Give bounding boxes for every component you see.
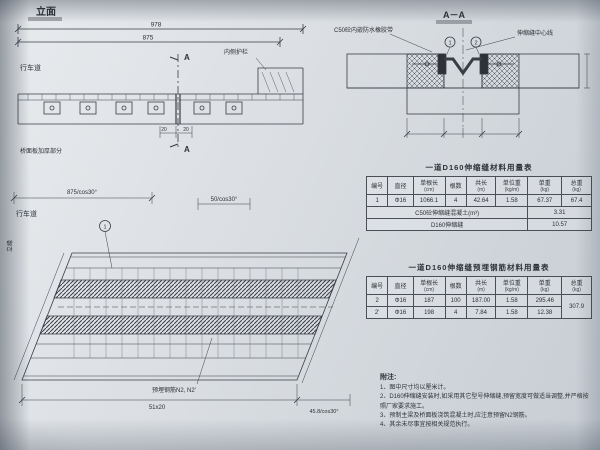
table1-concrete-row: C50砼伸缩缝混凝土(m³) 3.31 <box>365 206 592 219</box>
material-table-joint: 一道D160伸缩缝材料用量表 编号 直径 单根长(cm) 根数 共长(m) 单位… <box>365 162 592 231</box>
callout-2: 2 <box>474 41 477 47</box>
centerline-label: 伸缩缝中心线 <box>517 29 553 37</box>
plan-callout: 1 <box>103 225 106 231</box>
cell-label: C50砼伸缩缝混凝土(m³) <box>365 206 529 219</box>
table1-header-row: 编号 直径 单根长(cm) 根数 共长(m) 单位重(kg/m) 单重(kg) … <box>365 176 592 195</box>
table2-data-row: 2' Φ16 198 4 7.84 1.58 12.38 <box>365 306 592 319</box>
cell: 295.46 <box>527 294 563 307</box>
cell: 42.64 <box>465 194 497 207</box>
cell: 198 <box>412 306 446 319</box>
header-cell: 单根长(cm) <box>412 276 446 295</box>
dim-20b: 20 <box>183 127 189 133</box>
cell: 12.38 <box>527 306 563 319</box>
plan-dim-corner: 45.8/cos30° <box>309 409 338 415</box>
guardrail-label: 内侧护栏 <box>224 48 248 56</box>
elevation-linework <box>14 17 307 150</box>
cell-value: 3.31 <box>527 206 592 219</box>
header-cell: 总重(kg) <box>561 276 592 295</box>
header-cell: 共长(m) <box>465 176 497 195</box>
table2-header-row: 编号 直径 单根长(cm) 根数 共长(m) 单位重(kg/m) 单重(kg) … <box>365 276 592 295</box>
plan-dim-left: 875/cos30° <box>67 190 98 196</box>
rebar-table: 一道D160伸缩缝预埋钢筋材料用量表 编号 直径 单根长(cm) 根数 共长(m… <box>365 262 592 319</box>
dim-875: 875 <box>143 35 154 42</box>
section-linework <box>346 20 590 138</box>
plan-dim-right: 50/cos30° <box>211 197 238 203</box>
cell: 100 <box>444 294 467 307</box>
lane-label: 行车道 <box>20 63 41 72</box>
notes-block: 附注: 1、图中尺寸均以厘米计。 2、D160伸缩缝安装时,如采用其它型号伸缩缝… <box>380 372 594 430</box>
cell: 4 <box>444 306 467 319</box>
plan-dim-bottom: 51x20 <box>149 405 166 411</box>
header-cell: 共长(m) <box>465 276 497 295</box>
dim-978: 978 <box>151 22 162 29</box>
callout-1: 1 <box>448 41 451 47</box>
header-cell: 根数 <box>444 276 467 295</box>
cell: Φ16 <box>387 306 414 319</box>
table2-title: 一道D160伸缩缝预埋钢筋材料用量表 <box>408 263 550 272</box>
header-cell: 单重(kg) <box>527 176 563 195</box>
header-cell: 直径 <box>387 176 414 195</box>
plan-linework <box>10 192 360 406</box>
section-a-a-view: A－A C50砼内嵌防水橡胶带 伸缩缝中心线 1 2 <box>334 10 590 138</box>
header-cell: 根数 <box>444 176 467 195</box>
section-mark-bottom: A <box>184 145 190 154</box>
header-cell: 单位重(kg/m) <box>495 276 529 295</box>
header-cell: 总重(kg) <box>561 176 592 195</box>
note-item: 3、预制主梁及桥面板浇筑混凝土时,应注意预留N2钢筋。 <box>380 412 531 419</box>
header-cell: 直径 <box>387 276 414 295</box>
note-item: 1、图中尺寸均以厘米计。 <box>380 385 450 391</box>
section-mark-top: A <box>184 53 190 62</box>
header-cell: 单根长(cm) <box>412 176 446 195</box>
cell: 1.58 <box>495 294 529 307</box>
cell-value: 10.57 <box>527 218 592 231</box>
cell-label: D160伸缩缝 <box>365 218 529 231</box>
elevation-title: 立面 <box>36 5 56 18</box>
cell: 187.00 <box>465 294 497 307</box>
cell: Φ16 <box>387 194 414 207</box>
rebar-note: 预埋钢筋N2, N2' <box>152 386 196 394</box>
cell: 1066.1 <box>412 194 446 207</box>
note-item: 2、D160伸缩缝安装时,如采用其它型号伸缩缝,预留宽度可做适当调整,并严格按照… <box>380 394 589 410</box>
cell: 1.58 <box>495 306 529 319</box>
note-item: 4、其余未尽事宜按相关规范执行。 <box>380 422 474 429</box>
waterstop-label: C50砼内嵌防水橡胶带 <box>334 26 393 34</box>
cell: 67.4 <box>561 194 592 207</box>
cell: 1.58 <box>495 194 529 207</box>
cell: 67.37 <box>527 194 563 207</box>
header-cell: 单位重(kg/m) <box>495 176 529 195</box>
cell: 187 <box>412 294 446 307</box>
table2-data-row: 2 Φ16 187 100 187.00 1.58 295.46 307.9 <box>365 294 592 319</box>
plan-view: 875/cos30° 50/cos30° 行车道 立缘 1 预埋钢筋N2, N2… <box>6 190 360 415</box>
table1-data-row: 1 Φ16 1066.1 4 42.64 1.58 67.37 67.4 <box>365 194 592 207</box>
table1-title: 一道D160伸缩缝材料用量表 <box>425 163 533 172</box>
anchor-boxes <box>43 101 243 115</box>
curb-label: 立缘 <box>6 240 14 252</box>
deck-note: 桥面板加厚部分 <box>20 147 62 155</box>
cell: 7.84 <box>465 306 497 319</box>
table1-joint-row: D160伸缩缝 10.57 <box>365 218 592 231</box>
section-title: A－A <box>443 10 465 20</box>
header-cell: 单重(kg) <box>527 276 563 295</box>
elevation-view: 立面 978 875 行车道 内侧护栏 A A 桥面板加厚部分 20 20 <box>14 5 307 155</box>
cell-total: 307.9 <box>561 294 592 319</box>
plan-lane-label: 行车道 <box>16 209 37 218</box>
cell: Φ16 <box>387 294 414 307</box>
notes-title: 附注: <box>380 374 397 381</box>
dim-20a: 20 <box>161 127 167 133</box>
cell: 4 <box>444 194 467 207</box>
